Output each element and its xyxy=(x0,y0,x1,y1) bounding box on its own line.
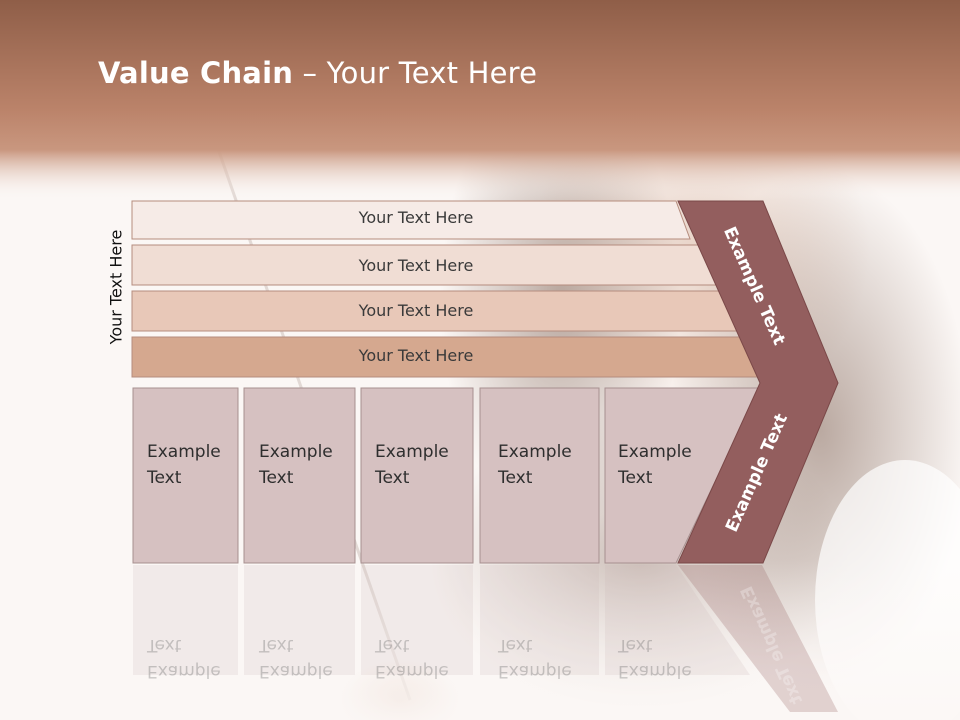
box-label-5-reflection-line1: Example xyxy=(618,661,692,681)
bar-label-3: Your Text Here xyxy=(358,301,474,320)
bar-label-1: Your Text Here xyxy=(358,208,474,227)
box-label-2-reflection-line2: Text xyxy=(259,635,294,655)
box-label-3-line2: Text xyxy=(375,468,410,488)
box-label-1-reflection-line2: Text xyxy=(147,635,182,655)
box-label-3-reflection-line1: Example xyxy=(375,661,449,681)
slide-title: Value Chain – Your Text Here xyxy=(98,56,537,90)
bar-label-4: Your Text Here xyxy=(358,346,474,365)
primary-box-1 xyxy=(132,387,239,564)
primary-box-3 xyxy=(360,387,474,564)
bar-label-2: Your Text Here xyxy=(358,256,474,275)
box-label-3-reflection-line2: Text xyxy=(375,635,410,655)
box-label-4-line2: Text xyxy=(498,468,533,488)
box-label-3-line1: Example xyxy=(375,442,449,462)
box-label-5-reflection: Example Text xyxy=(618,632,692,684)
box-label-3-reflection: Example Text xyxy=(375,632,449,684)
box-label-4-reflection: Example Text xyxy=(498,632,572,684)
box-label-4-line1: Example xyxy=(498,442,572,462)
chevron-reflection xyxy=(678,565,838,712)
boxes-reflection xyxy=(133,565,750,675)
box-label-1-reflection: Example Text xyxy=(147,632,221,684)
title-rest: – Your Text Here xyxy=(293,56,538,90)
box-label-1-line2: Text xyxy=(147,468,182,488)
box-label-2-reflection: Example Text xyxy=(259,632,333,684)
margin-chevron xyxy=(677,200,839,564)
primary-box-5 xyxy=(604,387,761,564)
box-label-4-reflection-line1: Example xyxy=(498,661,572,681)
box-label-2-reflection-line1: Example xyxy=(259,661,333,681)
title-bold: Value Chain xyxy=(98,56,294,90)
primary-box-4 xyxy=(479,387,600,564)
box-label-5-line2: Text xyxy=(618,468,653,488)
box-label-1-line1: Example xyxy=(147,442,221,462)
box-label-2-line1: Example xyxy=(259,442,333,462)
box-label-5-reflection-line2: Text xyxy=(618,635,653,655)
primary-box-2 xyxy=(243,387,356,564)
box-label-1-reflection-line1: Example xyxy=(147,661,221,681)
box-label-2-line2: Text xyxy=(259,468,294,488)
box-label-5-line1: Example xyxy=(618,442,692,462)
activity-bar-1 xyxy=(131,200,691,240)
box-label-4-reflection-line2: Text xyxy=(498,635,533,655)
